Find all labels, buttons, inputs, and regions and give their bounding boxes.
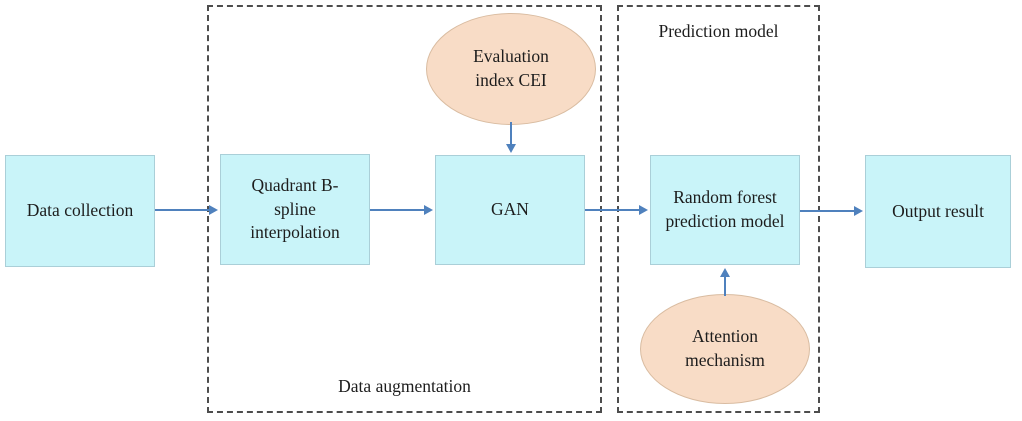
group-data-augmentation-label: Data augmentation xyxy=(338,376,471,396)
node-attention-mechanism: Attention mechanism xyxy=(640,294,810,404)
node-quadrant-bspline-interpolation: Quadrant B-spline interpolation xyxy=(220,154,370,265)
arrow-random-forest-to-output xyxy=(800,206,863,216)
node-evaluation-index-cei: Evaluation index CEI xyxy=(426,13,596,125)
arrow-gan-to-random-forest xyxy=(585,205,648,215)
node-output-result: Output result xyxy=(865,155,1011,268)
node-data-collection: Data collection xyxy=(5,155,155,267)
node-random-forest-prediction-model: Random forest prediction model xyxy=(650,155,800,265)
node-gan: GAN xyxy=(435,155,585,265)
arrow-quadrant-to-gan xyxy=(370,205,433,215)
group-prediction-model-label: Prediction model xyxy=(658,21,779,41)
arrow-data-collection-to-quadrant xyxy=(155,205,218,215)
arrow-evaluation-index-to-gan xyxy=(506,122,516,153)
arrow-attention-to-random-forest xyxy=(720,268,730,296)
